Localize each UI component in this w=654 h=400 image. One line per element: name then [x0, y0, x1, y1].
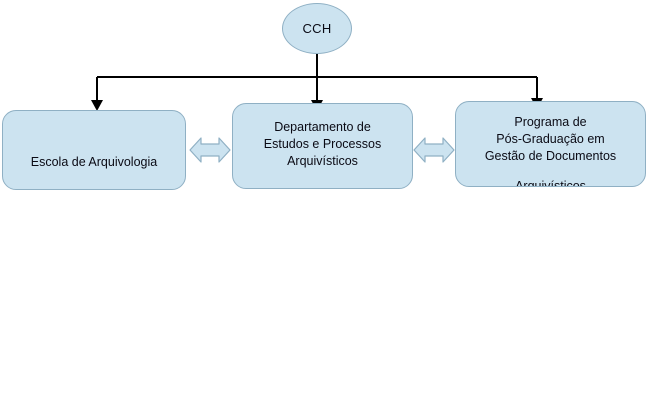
bidirectional-arrow-departamento-programa[interactable]: [412, 128, 456, 172]
node-cch[interactable]: CCH: [282, 3, 352, 54]
node-programa-pos-graduacao-gestao-documentos[interactable]: Programa de Pós-Graduação em Gestão de D…: [455, 101, 646, 187]
node-cch-label: CCH: [302, 21, 332, 36]
node-programa-clipped-label: Arquivísticos: [515, 179, 586, 187]
node-departamento-label: Departamento de Estudos e Processos Arqu…: [263, 119, 382, 168]
node-departamento-estudos-processos-arquivisticos[interactable]: Departamento de Estudos e Processos Arqu…: [232, 103, 413, 189]
node-escola-label: Escola de Arquivologia: [30, 155, 158, 169]
node-escola-de-arquivologia[interactable]: Escola de Arquivologia: [2, 110, 186, 190]
node-programa-label: Programa de Pós-Graduação em Gestão de D…: [484, 115, 617, 163]
bidirectional-arrow-escola-departamento[interactable]: [188, 128, 232, 172]
